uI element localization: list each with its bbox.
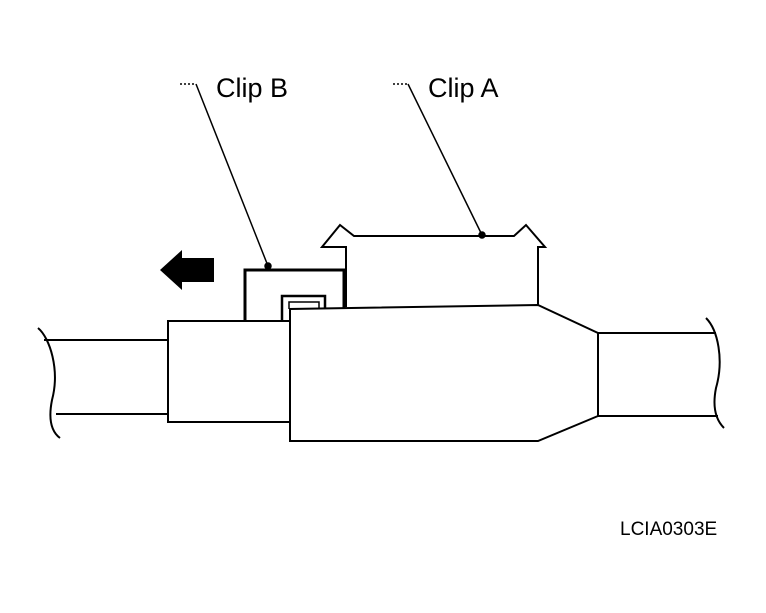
clip-b-bracket	[243, 268, 346, 321]
clip-b-inner-bracket	[280, 294, 327, 321]
right-tube	[598, 317, 725, 429]
connector-body	[289, 303, 599, 442]
clip-b-label: Clip B	[216, 73, 288, 103]
clip-a-label: Clip A	[428, 73, 499, 103]
arrow-left-icon	[160, 250, 214, 290]
clip-b-leader	[180, 83, 272, 270]
clip-b-inner-bracket-2	[288, 301, 320, 309]
left-collar	[167, 320, 291, 423]
clip-b-leader-line	[195, 83, 269, 267]
clip-a-leader	[393, 83, 486, 239]
clip-b-leader-dot	[264, 262, 272, 270]
clip-a-leader-line	[407, 83, 483, 236]
clip-a-leader-dot	[478, 231, 486, 239]
clip-a-outline	[319, 223, 548, 307]
right-tube-break-edge	[705, 317, 725, 429]
left-tube-break-edge	[37, 327, 61, 439]
left-tube	[37, 327, 168, 439]
figure-code: LCIA0303E	[620, 519, 717, 540]
